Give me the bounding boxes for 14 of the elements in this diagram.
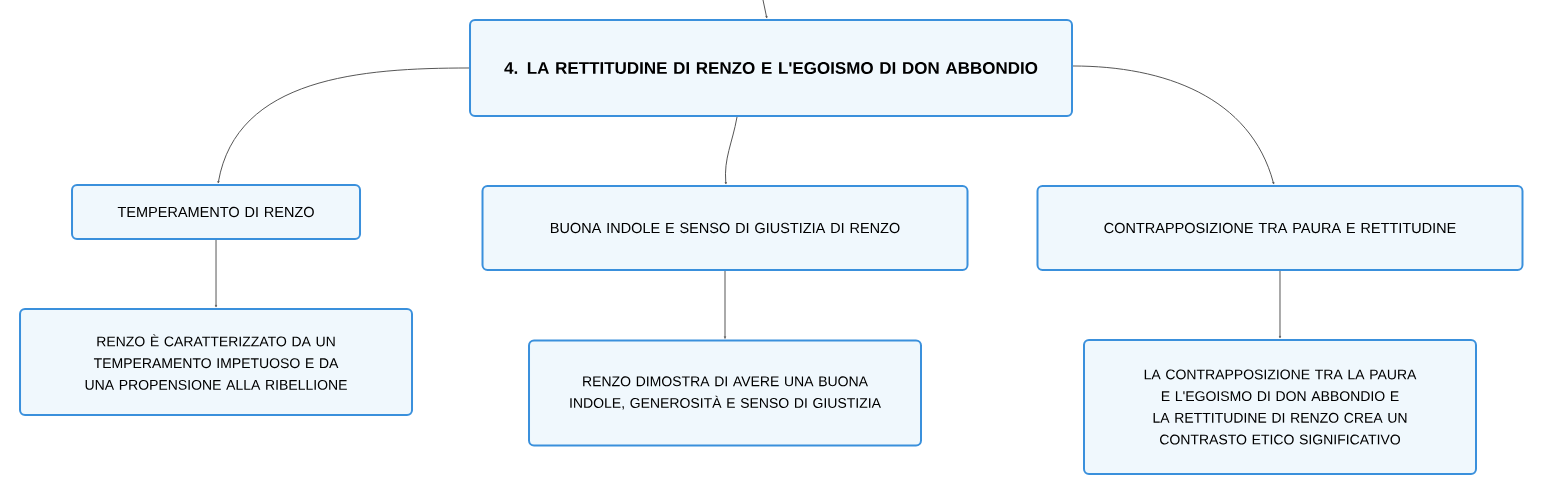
category-box: TEMPERAMENTO DI RENZO	[71, 184, 361, 240]
description-box: LA CONTRAPPOSIZIONE TRA LA PAURA E L'EGOISMO DI DON ABBONDIO E LA RETTITUDINE DI RENZO CREA UN CONTRASTO ETICO SIGNIFICATIVO	[1083, 339, 1477, 475]
arrow	[724, 116, 738, 185]
topic-box: 4. LA RETTITUDINE DI RENZO E L'EGOISMO DI DON ABBONDIO	[469, 19, 1073, 117]
category-box: BUONA INDOLE E SENSO DI GIUSTIZIA DI RENZO	[481, 185, 969, 271]
arrow	[762, 0, 768, 19]
description-box: RENZO DIMOSTRA DI AVERE UNA BUONA INDOLE, GENEROSITÀ E SENSO DI GIUSTIZIA	[528, 339, 922, 447]
arrow	[214, 239, 218, 308]
category-box: CONTRAPPOSIZIONE TRA PAURA E RETTITUDINE	[1036, 185, 1524, 271]
description-box: RENZO È CARATTERIZZATO DA UN TEMPERAMENTO IMPETUOSO E DA UNA PROPENSIONE ALLA RIBELLIONE	[19, 308, 413, 416]
arrow	[723, 270, 727, 339]
arrow	[217, 67, 470, 184]
arrow	[1072, 65, 1275, 185]
arrow	[1278, 270, 1282, 339]
